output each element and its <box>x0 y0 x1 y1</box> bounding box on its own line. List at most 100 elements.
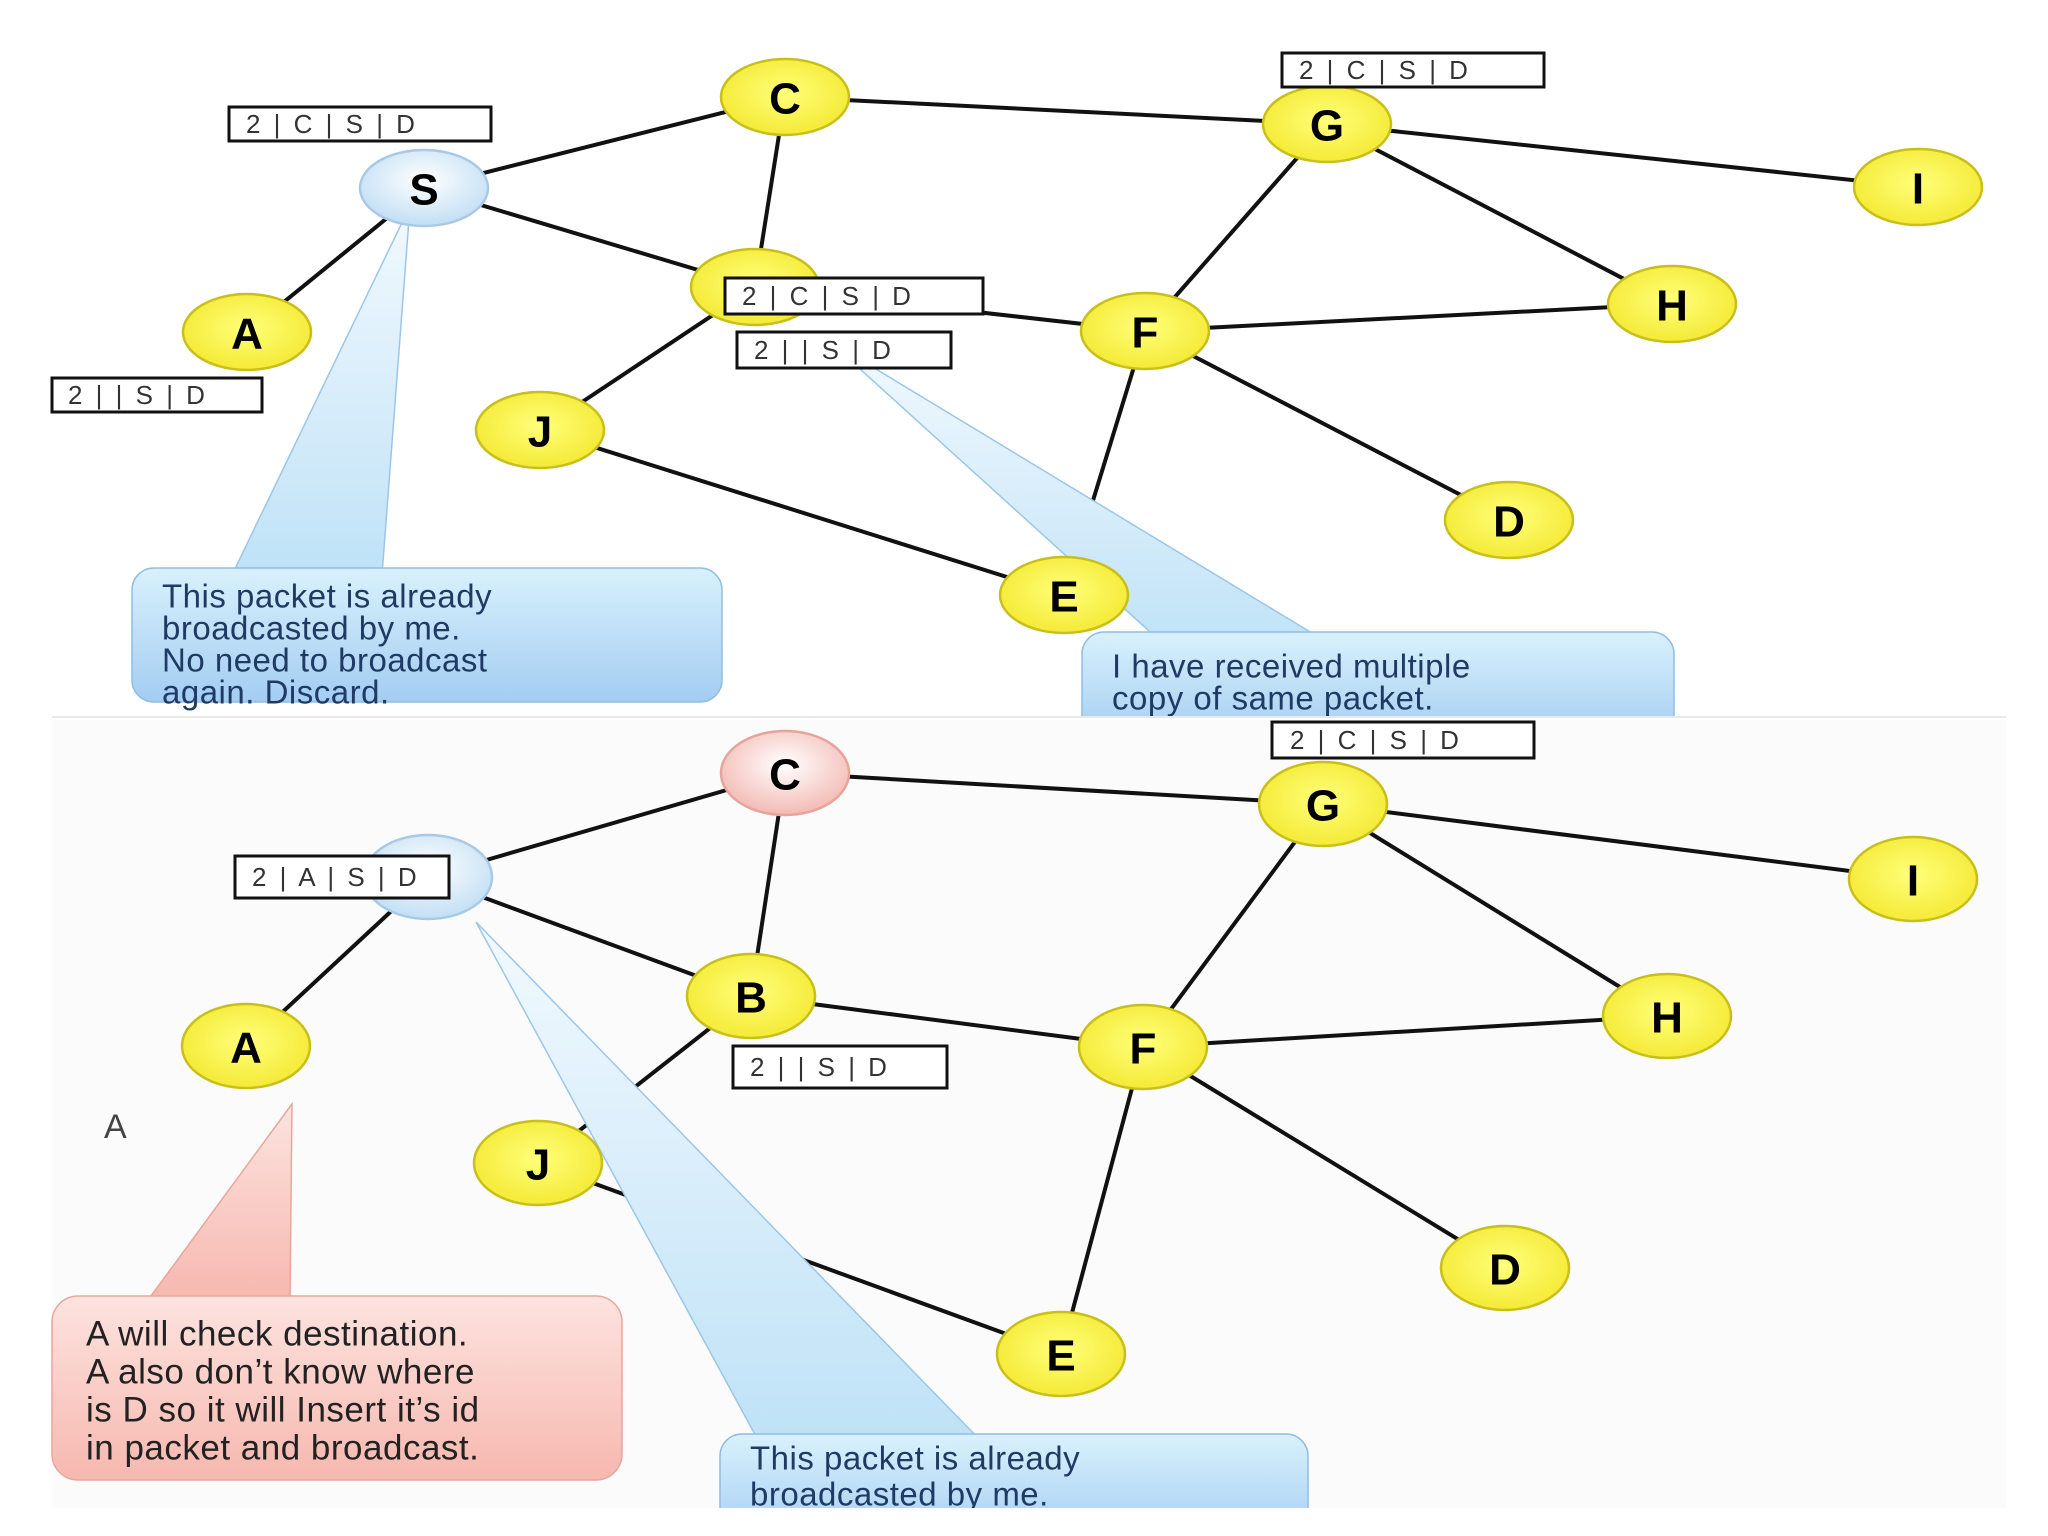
edge-g-h <box>1321 802 1669 1018</box>
node-label: I <box>1912 165 1924 214</box>
node-circle <box>1257 760 1389 848</box>
packet-tag: 2 | | S | D <box>735 330 953 370</box>
node-h: H <box>1601 972 1733 1060</box>
packet-tag-text: 2 | | S | D <box>750 1052 890 1082</box>
node-label: A <box>230 1024 262 1073</box>
packet-tag: 2 | C | S | D <box>1280 51 1546 89</box>
packet-tag-text: 2 | | S | D <box>754 335 894 365</box>
edge-j-e <box>539 428 1065 597</box>
callout-text: This packet is already broadcasted by me… <box>750 1428 1090 1513</box>
edge-g-i <box>1326 122 1919 189</box>
node-label: C <box>769 75 801 124</box>
packet-tag-text: 2 | C | S | D <box>742 281 914 311</box>
packet-tag: 2 | C | S | D <box>1270 720 1536 760</box>
node-g: G <box>1261 84 1393 164</box>
packet-tag-text: 2 | A | S | D <box>252 862 420 892</box>
packet-tag: 2 | C | S | D <box>723 276 985 316</box>
node-circle <box>180 1002 312 1090</box>
packet-tag-text: 2 | | S | D <box>68 380 208 410</box>
node-e: E <box>995 1310 1127 1398</box>
callout-check-destination: A will check destination. A also don’t k… <box>51 1295 623 1481</box>
node-circle <box>1847 835 1979 923</box>
packet-tag: 2 | A | S | D <box>233 854 451 900</box>
node-label: H <box>1651 994 1683 1043</box>
panel-bottom: C G I H F B A J D E 2 | C | S | D 2 | A | S | D 2… <box>51 720 2006 1513</box>
node-label: B <box>735 974 767 1023</box>
node-label: J <box>526 1141 550 1190</box>
node-circle <box>719 57 851 137</box>
edge-g-f <box>1141 802 1325 1049</box>
node-circle <box>1606 264 1738 344</box>
node-a: A <box>180 1002 312 1090</box>
node-circle <box>1852 147 1984 227</box>
node-c: C <box>719 57 851 137</box>
callout-text: A will check destination. A also don’t k… <box>86 1303 490 1468</box>
node-circle <box>1439 1224 1571 1312</box>
packet-tag: 2 | | S | D <box>50 376 264 414</box>
node-f: F <box>1077 1003 1209 1091</box>
packet-tag-text: 2 | C | S | D <box>246 109 418 139</box>
node-j: J <box>472 1119 604 1207</box>
edge-c-g <box>784 771 1324 806</box>
node-label: C <box>769 751 801 800</box>
node-b: B <box>685 952 817 1040</box>
node-i: I <box>1847 835 1979 923</box>
node-circle <box>1443 480 1575 560</box>
node-circle <box>181 292 313 372</box>
node-d: D <box>1439 1224 1571 1312</box>
node-circle <box>358 148 490 228</box>
node-f: F <box>1079 291 1211 371</box>
node-label: J <box>528 408 552 457</box>
node-label: D <box>1493 498 1525 547</box>
node-c: C <box>719 729 851 817</box>
node-a: A <box>181 292 313 372</box>
node-label: E <box>1046 1332 1075 1381</box>
nodes-bottom: C G I H F B A J D E <box>180 729 1979 1398</box>
node-label: F <box>1130 1025 1157 1074</box>
node-e: E <box>998 555 1130 635</box>
packet-tag-text: 2 | C | S | D <box>1299 55 1471 85</box>
node-label: H <box>1656 282 1688 331</box>
node-label: E <box>1049 573 1078 622</box>
edge-f-e <box>1059 1046 1145 1355</box>
node-label: I <box>1907 857 1919 906</box>
node-g: G <box>1257 760 1389 848</box>
node-circle <box>1077 1003 1209 1091</box>
edge-c-g <box>784 95 1328 126</box>
node-h: H <box>1606 264 1738 344</box>
edge-g-h <box>1326 122 1673 306</box>
stray-mark: A <box>104 1108 127 1146</box>
edge-b-f <box>750 994 1144 1049</box>
node-circle <box>719 729 851 817</box>
node-label: F <box>1132 309 1159 358</box>
node-circle <box>472 1119 604 1207</box>
node-label: S <box>409 166 438 215</box>
callout-multiple-copy: I have received multiple copy of same pa… <box>1081 631 1675 717</box>
node-label: A <box>231 310 263 359</box>
bottom-margin <box>0 1510 2048 1536</box>
node-circle <box>685 952 817 1040</box>
node-label: D <box>1489 1246 1521 1295</box>
edge-f-d <box>1144 329 1510 522</box>
nodes-top: S C G I H F A J D E <box>181 57 1984 635</box>
node-s: S <box>358 148 490 228</box>
node-label: G <box>1306 782 1340 831</box>
packet-tag: 2 | C | S | D <box>227 105 493 143</box>
node-d: D <box>1443 480 1575 560</box>
callout-discard: This packet is already broadcasted by me… <box>131 566 723 711</box>
panel-top: S C G I H F A J D E 2 | C | S | D 2 | C | S | D 2… <box>50 51 1984 717</box>
callout-text: This packet is already broadcasted by me… <box>162 566 502 711</box>
callout-already-broadcasted: This packet is already broadcasted by me… <box>719 1428 1309 1513</box>
callout-text: I have received multiple copy of same pa… <box>1112 636 1480 717</box>
node-i: I <box>1852 147 1984 227</box>
packet-tag: 2 | | S | D <box>731 1044 949 1090</box>
edge-f-h <box>1144 302 1673 333</box>
node-label: G <box>1310 102 1344 151</box>
edge-f-d <box>1141 1045 1507 1270</box>
node-circle <box>995 1310 1127 1398</box>
edge-g-i <box>1322 802 1914 881</box>
node-circle <box>998 555 1130 635</box>
packet-tag-text: 2 | C | S | D <box>1290 725 1462 755</box>
edge-f-h <box>1142 1014 1668 1049</box>
